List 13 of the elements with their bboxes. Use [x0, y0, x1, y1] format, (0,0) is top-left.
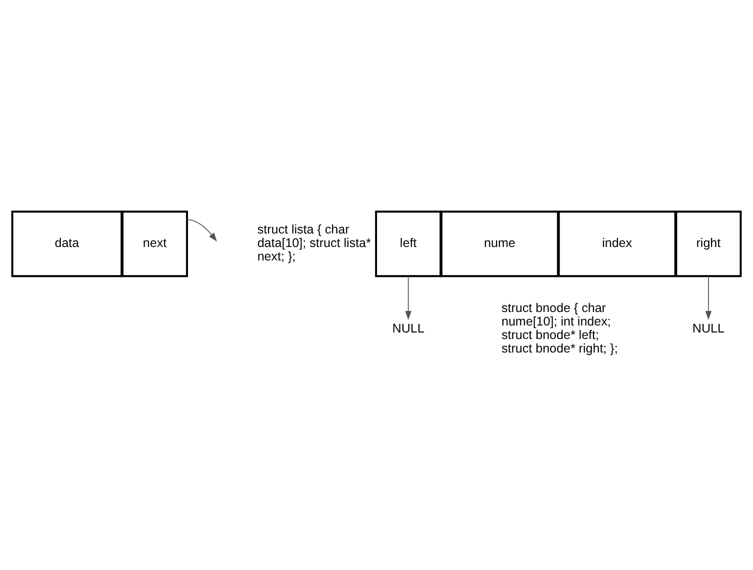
node-text: NULL	[692, 320, 724, 335]
arrow	[705, 275, 712, 320]
arrow	[405, 275, 412, 320]
label: struct bnode { char nume[10]; int index; struct bnode* left; struct bnode* right; };	[501, 300, 618, 355]
node-text: NULL	[392, 320, 424, 335]
node-box: right	[675, 210, 742, 277]
label: struct lista { char data[10]; struct lista* next; };	[257, 222, 371, 264]
arrow	[186, 218, 217, 242]
node-box: nume	[440, 210, 559, 277]
node-box: next	[122, 210, 188, 277]
node-box: index	[558, 210, 676, 277]
node-box: data	[11, 210, 123, 277]
node-box: left	[375, 210, 442, 277]
